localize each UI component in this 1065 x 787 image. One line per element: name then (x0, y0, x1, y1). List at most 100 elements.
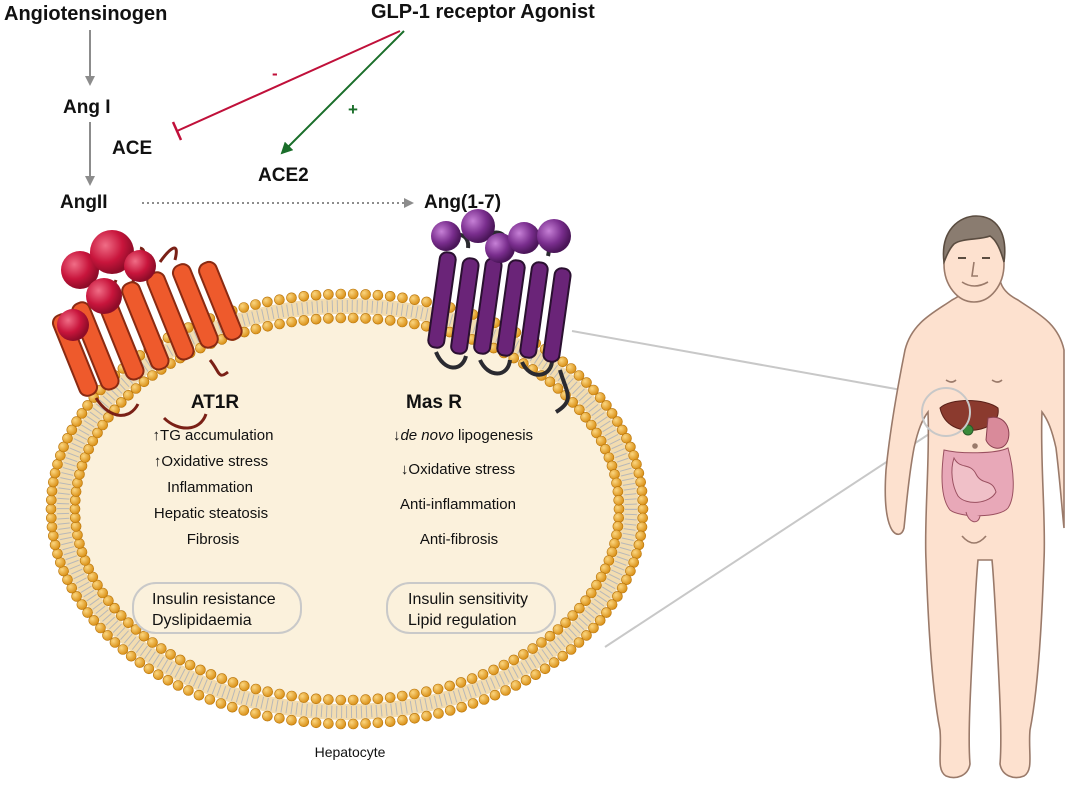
pathway-arrows (85, 30, 414, 208)
human-body-illustration (884, 215, 1065, 779)
lipid-head (262, 710, 273, 722)
abdominal-organs (921, 387, 1014, 523)
lipid-head (156, 643, 167, 654)
lipid-head (580, 595, 591, 607)
lipid-head (396, 316, 408, 328)
lipid-head (508, 654, 520, 666)
lipid-head (66, 582, 78, 594)
lipid-head (117, 644, 129, 655)
lipid-head (548, 657, 560, 668)
lipid-head (360, 313, 371, 324)
at1r-receptor (51, 230, 243, 430)
inhibit-bar-ace (171, 121, 183, 141)
lipid-head (588, 622, 599, 634)
at1r-outcome: Insulin resistance (152, 591, 276, 608)
label-hepatocyte: Hepatocyte (314, 744, 386, 760)
lipid-head (621, 432, 632, 444)
lipid-head (396, 690, 408, 702)
lipid-head (153, 669, 164, 681)
lipid-head (123, 617, 134, 629)
lipid-head (147, 637, 158, 648)
masr-effect: ↓Oxidative stress (400, 461, 516, 478)
lipid-head (323, 313, 334, 324)
lipid-head (565, 363, 577, 374)
lipid-head (310, 313, 322, 325)
at1r-title: AT1R (190, 392, 240, 413)
lipid-head (72, 477, 83, 489)
lipid-head (138, 376, 150, 388)
lipid-head (372, 313, 384, 325)
label-ace: ACE (112, 138, 153, 159)
lipid-head (574, 404, 585, 416)
lipid-head (621, 574, 632, 586)
lipid-head (633, 539, 645, 551)
lipid-head (95, 622, 106, 634)
lipid-head (612, 416, 623, 427)
at1r-outcome-box: Insulin resistance Dyslipidaemia (132, 582, 302, 634)
lipid-head (611, 529, 622, 541)
lipid-head (45, 494, 57, 506)
lipid-head (489, 689, 501, 701)
at1r-outcome: Dyslipidaemia (152, 612, 252, 629)
lipid-head (628, 450, 640, 461)
lipid-head (636, 521, 648, 533)
lipid-head (204, 694, 216, 705)
lipid-head (409, 712, 420, 724)
lipid-head (606, 408, 618, 419)
label-angiotensinogen: Angiotensinogen (4, 3, 168, 25)
lipid-head (262, 296, 273, 308)
lipid-head (594, 615, 606, 626)
lipid-head (216, 673, 228, 684)
lipid-head (478, 694, 490, 705)
label-ang-i: Ang I (63, 97, 111, 118)
lipid-head (123, 389, 134, 401)
at1r-effect: ↑Oxidative stress (153, 453, 269, 470)
lipid-head (595, 571, 607, 583)
masr-receptor (427, 209, 572, 414)
lipid-head (616, 582, 628, 594)
lipid-head (310, 693, 322, 705)
lipid-head (116, 610, 127, 621)
lipid-head (560, 617, 571, 629)
lipid-head (238, 302, 250, 313)
de-novo-italic: de novo (400, 427, 454, 444)
lipid-head (397, 292, 408, 304)
lipid-head (360, 694, 371, 705)
lipid-head (162, 674, 174, 686)
lipid-head (581, 377, 592, 388)
label-ace2: ACE2 (258, 165, 309, 186)
activate-arrow-glp1-ace2 (280, 30, 405, 155)
lipid-head (250, 323, 262, 335)
lipid-head (444, 680, 456, 692)
lipid-head (565, 644, 577, 655)
lipid-head (310, 717, 322, 729)
at1r-effect: ↑TG accumulation (152, 427, 274, 444)
lipid-head (557, 356, 569, 368)
label-glp1-agonist: GLP-1 receptor Agonist (371, 1, 595, 23)
lipid-head (92, 579, 103, 591)
lipid-head (47, 476, 59, 488)
lipid-head (594, 392, 606, 403)
lipid-head (82, 400, 93, 411)
lipid-head (103, 595, 114, 607)
lipid-head (323, 289, 334, 300)
lipid-head (477, 669, 489, 680)
lipid-head (500, 685, 511, 696)
lipid-head (360, 289, 371, 300)
lipid-head (52, 458, 63, 470)
lipid-head (49, 539, 61, 551)
lipid-head (601, 400, 612, 411)
lipid-head (92, 427, 103, 439)
lipid-head (588, 384, 599, 396)
lipid-head (250, 683, 262, 695)
body-silhouette (884, 279, 1065, 779)
lipid-head (347, 718, 359, 730)
lipid-head (573, 637, 585, 648)
lipid-head (250, 708, 261, 719)
lipid-head (97, 587, 108, 599)
lipid-head (286, 292, 297, 304)
at1r-effect: Hepatic steatosis (153, 505, 269, 522)
lipid-head (227, 677, 239, 688)
